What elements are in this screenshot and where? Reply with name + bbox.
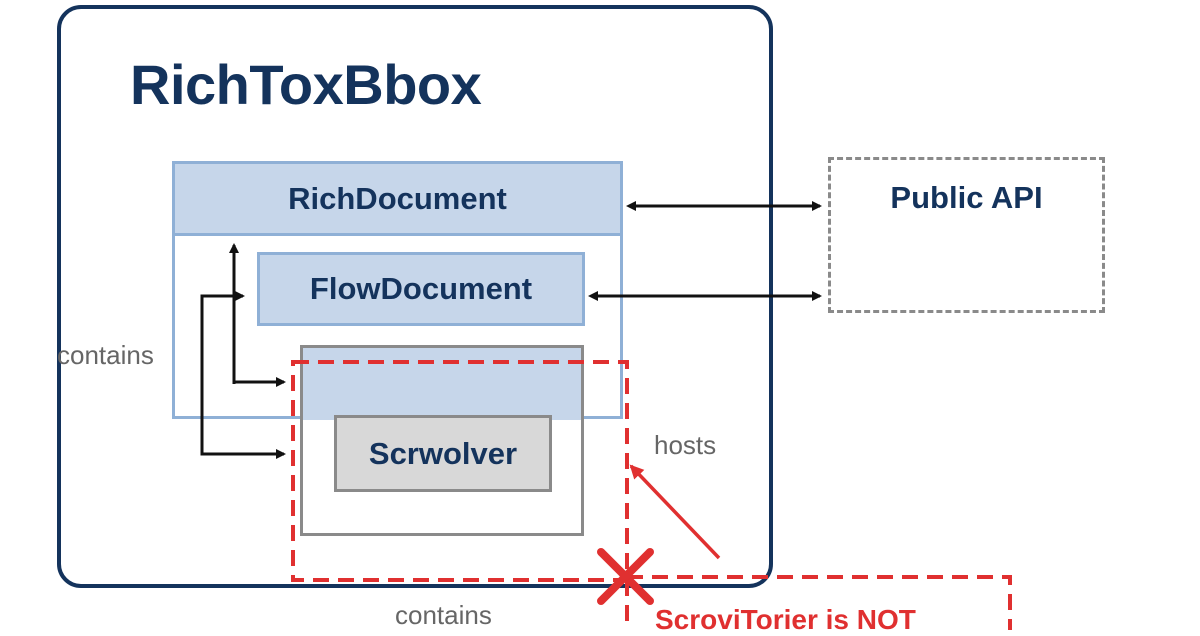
arrow-contains-flow	[200, 294, 286, 459]
diagram-title: RichToxBbox	[130, 53, 482, 116]
scroller-box: Scrwolver	[334, 415, 552, 492]
contains-label-left: contains	[57, 340, 154, 370]
flow-document-box: FlowDocument	[257, 252, 585, 326]
red-dashed-region	[291, 360, 629, 582]
red-dashed-warning-box	[627, 575, 1012, 630]
rich-document-box: RichDocument	[172, 161, 623, 236]
hosts-label: hosts	[654, 430, 717, 460]
contains-label-bottom: contains	[395, 600, 492, 630]
arrow-hosts	[629, 464, 721, 560]
red-x-icon	[597, 548, 654, 605]
public-api-box: Public API	[828, 157, 1105, 313]
